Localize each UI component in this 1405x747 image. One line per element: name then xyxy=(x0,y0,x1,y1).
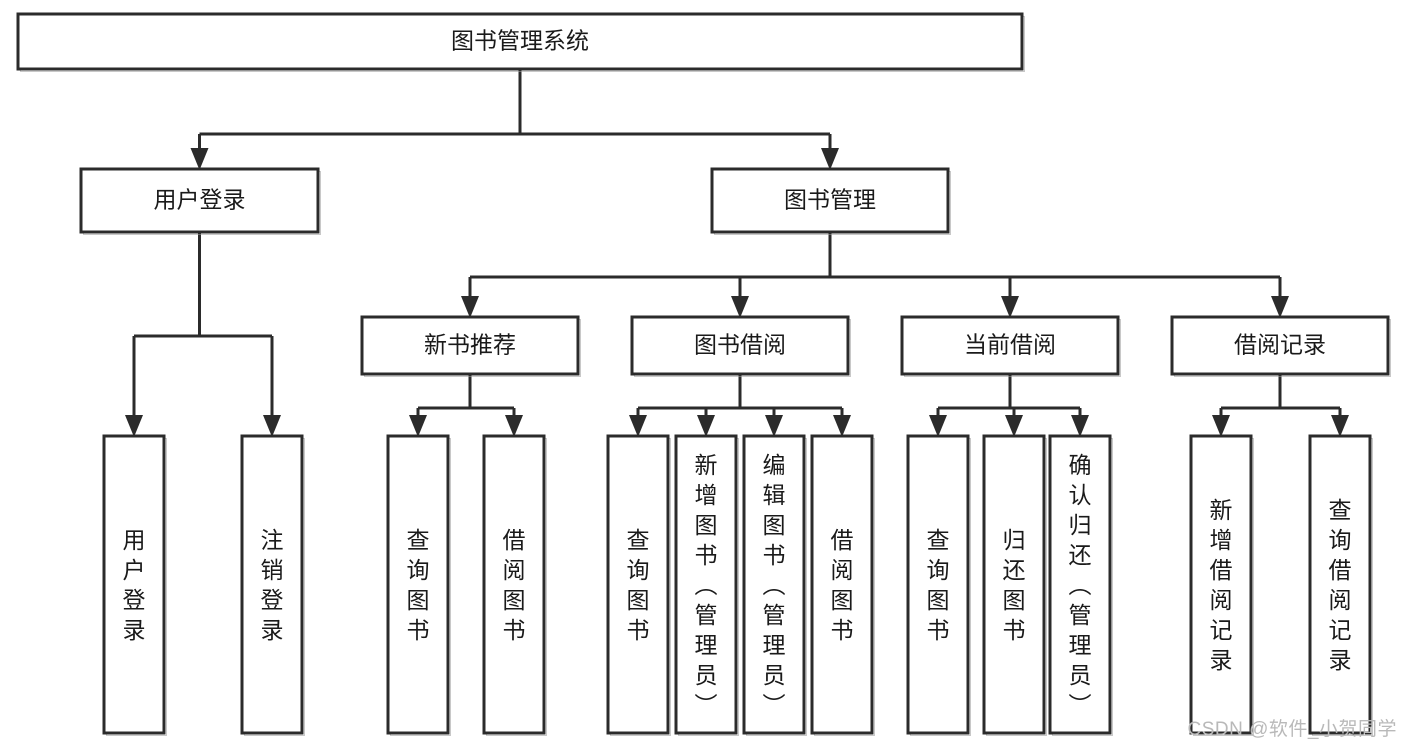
node-box[interactable] xyxy=(16,12,1024,71)
node-box[interactable] xyxy=(674,434,738,735)
node-leaf-add-book[interactable]: 新增图书︵管理员︶ xyxy=(674,434,739,736)
node-box[interactable] xyxy=(102,434,166,735)
node-new-book-recommend[interactable]: 新书推荐 xyxy=(360,315,581,377)
node-leaf-borrow-book-rec[interactable]: 借阅图书 xyxy=(482,434,547,736)
arrow-head-icon xyxy=(1331,415,1349,437)
node-box[interactable] xyxy=(79,167,320,234)
arrow-head-icon xyxy=(1212,415,1230,437)
edge-group-book-management xyxy=(461,232,1289,318)
edge-group-book-borrow xyxy=(629,374,851,437)
node-box[interactable] xyxy=(630,315,850,376)
arrow-head-icon xyxy=(409,415,427,437)
node-box[interactable] xyxy=(1189,434,1253,735)
node-label: 新书推荐 xyxy=(424,332,516,358)
node-leaf-borrow-book[interactable]: 借阅图书 xyxy=(810,434,875,736)
node-label: 借阅记录 xyxy=(1234,332,1326,358)
node-label: 编辑图书︵管理员︶ xyxy=(763,452,786,718)
node-box[interactable] xyxy=(982,434,1046,735)
node-label: 借阅图书 xyxy=(503,527,526,643)
node-label: 图书借阅 xyxy=(694,332,786,358)
node-label: 确认归还︵管理员︶ xyxy=(1069,452,1092,718)
node-box[interactable] xyxy=(482,434,546,735)
arrow-head-icon xyxy=(263,415,281,437)
edge-group-user-login xyxy=(125,232,281,437)
node-label: 查询图书 xyxy=(927,527,950,643)
node-box[interactable] xyxy=(710,167,950,234)
node-box[interactable] xyxy=(386,434,450,735)
node-book-borrow[interactable]: 图书借阅 xyxy=(630,315,851,377)
node-label: 新增借阅记录 xyxy=(1210,497,1233,673)
node-label: 图书管理系统 xyxy=(451,28,589,54)
arrow-head-icon xyxy=(765,415,783,437)
arrow-head-icon xyxy=(1005,415,1023,437)
node-label: 归还图书 xyxy=(1003,527,1026,643)
nodes-layer: 图书管理系统用户登录图书管理新书推荐图书借阅当前借阅借阅记录用户登录注销登录查询… xyxy=(16,12,1391,736)
node-box[interactable] xyxy=(742,434,806,735)
node-label: 用户登录 xyxy=(123,527,146,643)
edge-group-new-book-recommend xyxy=(409,374,523,437)
node-current-borrow[interactable]: 当前借阅 xyxy=(900,315,1121,377)
node-label: 查询图书 xyxy=(627,527,650,643)
node-box[interactable] xyxy=(1308,434,1372,735)
edge-group-borrow-record xyxy=(1212,374,1349,437)
node-box[interactable] xyxy=(810,434,874,735)
arrow-head-icon xyxy=(731,296,749,318)
node-box[interactable] xyxy=(606,434,670,735)
node-book-management[interactable]: 图书管理 xyxy=(710,167,951,235)
node-label: 图书管理 xyxy=(784,187,876,213)
node-box[interactable] xyxy=(1048,434,1112,735)
arrow-head-icon xyxy=(461,296,479,318)
node-box[interactable] xyxy=(906,434,970,735)
arrow-head-icon xyxy=(629,415,647,437)
edge-group-root xyxy=(190,69,839,170)
node-label: 新增图书︵管理员︶ xyxy=(695,452,718,718)
node-label: 用户登录 xyxy=(154,187,246,213)
arrow-head-icon xyxy=(190,148,209,170)
node-box[interactable] xyxy=(240,434,304,735)
node-label: 查询借阅记录 xyxy=(1329,497,1352,673)
node-box[interactable] xyxy=(1170,315,1390,376)
edge-group-current-borrow xyxy=(929,374,1089,437)
node-label: 注销登录 xyxy=(261,527,284,643)
node-leaf-query-book-rec[interactable]: 查询图书 xyxy=(386,434,451,736)
arrow-head-icon xyxy=(1271,296,1289,318)
arrow-head-icon xyxy=(505,415,523,437)
node-leaf-logout[interactable]: 注销登录 xyxy=(240,434,305,736)
node-leaf-user-login[interactable]: 用户登录 xyxy=(102,434,167,736)
arrow-head-icon xyxy=(1001,296,1019,318)
arrow-head-icon xyxy=(1071,415,1089,437)
node-root[interactable]: 图书管理系统 xyxy=(16,12,1025,72)
node-leaf-query-book-current[interactable]: 查询图书 xyxy=(906,434,971,736)
arrow-head-icon xyxy=(821,148,839,170)
node-borrow-record[interactable]: 借阅记录 xyxy=(1170,315,1391,377)
node-leaf-confirm-return[interactable]: 确认归还︵管理员︶ xyxy=(1048,434,1113,736)
node-leaf-return-book[interactable]: 归还图书 xyxy=(982,434,1047,736)
edges-layer xyxy=(125,69,1349,437)
node-label: 借阅图书 xyxy=(831,527,854,643)
node-leaf-query-book-borrow[interactable]: 查询图书 xyxy=(606,434,671,736)
node-leaf-edit-book[interactable]: 编辑图书︵管理员︶ xyxy=(742,434,807,736)
arrow-head-icon xyxy=(697,415,715,437)
node-user-login[interactable]: 用户登录 xyxy=(79,167,321,235)
node-leaf-query-record[interactable]: 查询借阅记录 xyxy=(1308,434,1373,736)
arrow-head-icon xyxy=(125,415,143,437)
node-label: 查询图书 xyxy=(407,527,430,643)
node-box[interactable] xyxy=(360,315,580,376)
node-box[interactable] xyxy=(900,315,1120,376)
arrow-head-icon xyxy=(929,415,947,437)
node-label: 当前借阅 xyxy=(964,332,1056,358)
node-leaf-add-record[interactable]: 新增借阅记录 xyxy=(1189,434,1254,736)
arrow-head-icon xyxy=(833,415,851,437)
